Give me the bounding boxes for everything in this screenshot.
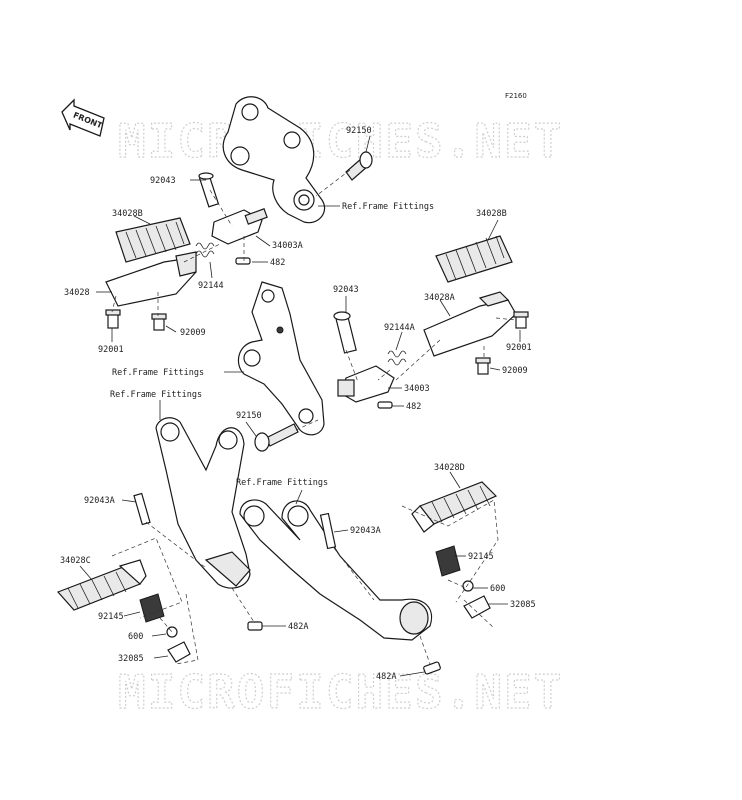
bolt-92009-right — [475, 357, 491, 375]
watermark-top: MICROFICHES.NET — [118, 114, 563, 168]
spring-92145-right — [435, 545, 461, 577]
label-34028c: 34028C — [60, 556, 91, 566]
lower-left-footrest-bracket — [155, 417, 251, 589]
label-32085-left: 32085 — [118, 654, 144, 664]
ball-600-right — [462, 580, 474, 592]
detent-32085-left — [167, 641, 191, 663]
clip-482-top — [235, 257, 251, 265]
footpeg-34028a-right — [423, 291, 517, 357]
label-92150-top: 92150 — [346, 126, 372, 136]
bolt-92150-mid — [254, 423, 299, 452]
assembly-lines — [111, 169, 517, 665]
label-32085-right: 32085 — [510, 600, 536, 610]
label-92144a: 92144A — [384, 323, 415, 333]
clip-482a-right — [247, 621, 263, 631]
label-92009-left: 92009 — [180, 328, 206, 338]
clip-482a-bottom — [423, 661, 441, 675]
label-34028b-right: 34028B — [476, 209, 507, 219]
footpeg-34028c — [56, 559, 147, 611]
label-34028b-left: 34028B — [112, 209, 143, 219]
label-482-mid: 482 — [406, 402, 421, 412]
footpeg-34028d — [411, 481, 498, 533]
label-34003: 34003 — [404, 384, 430, 394]
label-92043a-right: 92043A — [350, 526, 381, 536]
label-34028a: 34028A — [424, 293, 455, 303]
label-ref-frame-fittings-bottom: Ref.Frame Fittings — [236, 478, 328, 488]
upper-footrest-bracket — [222, 96, 326, 224]
bolt-92009-left — [151, 313, 167, 331]
figure-id: F2160 — [505, 92, 527, 100]
label-482a-right: 482A — [288, 622, 308, 632]
detent-32085-right — [463, 595, 491, 619]
label-92009-right: 92009 — [502, 366, 528, 376]
label-ref-frame-fittings-top: Ref.Frame Fittings — [342, 202, 434, 212]
label-92043-mid: 92043 — [333, 285, 359, 295]
label-482-top: 482 — [270, 258, 285, 268]
label-92043-top: 92043 — [150, 176, 176, 186]
footpeg-rubber-34028b-right — [435, 235, 513, 283]
bolt-92150-top — [345, 151, 373, 181]
middle-footrest-bracket — [237, 281, 325, 436]
label-92145-right: 92145 — [468, 552, 494, 562]
label-34028d: 34028D — [434, 463, 465, 473]
clevis-34003a — [211, 208, 268, 245]
bolt-92001-left — [105, 309, 121, 329]
label-600-left: 600 — [128, 632, 143, 642]
label-92001-right: 92001 — [506, 343, 532, 353]
pin-92043a-right — [319, 512, 337, 550]
pin-92043-top — [198, 172, 220, 208]
watermark-bottom: MICROFICHES.NET — [118, 665, 563, 719]
front-arrow-icon: FRONT — [61, 98, 105, 137]
pin-92043-mid — [333, 311, 357, 354]
label-ref-frame-fittings-left: Ref.Frame Fittings — [110, 390, 202, 400]
label-92001-left: 92001 — [98, 345, 124, 355]
footpeg-34028-left — [105, 251, 197, 307]
bolt-92001-right — [513, 311, 529, 329]
label-92043a-left: 92043A — [84, 496, 115, 506]
clevis-34003 — [337, 365, 395, 403]
label-34003a: 34003A — [272, 241, 303, 251]
spring-92144a — [387, 350, 407, 366]
label-600-right: 600 — [490, 584, 505, 594]
label-482a-bottom: 482A — [376, 672, 396, 682]
spring-92144 — [195, 242, 215, 258]
label-92150-mid: 92150 — [236, 411, 262, 421]
clip-482-mid — [377, 401, 393, 409]
pin-92043a-left — [133, 492, 151, 526]
leader-lines — [79, 135, 521, 677]
label-92145-left: 92145 — [98, 612, 124, 622]
spring-92145-left — [139, 593, 165, 623]
label-34028: 34028 — [64, 288, 90, 298]
ball-600-left — [166, 626, 178, 638]
lower-right-footrest-bracket — [239, 499, 433, 641]
label-92144: 92144 — [198, 281, 224, 291]
footpeg-rubber-34028b-left — [115, 217, 191, 263]
label-ref-frame-fittings-mid: Ref.Frame Fittings — [112, 368, 204, 378]
